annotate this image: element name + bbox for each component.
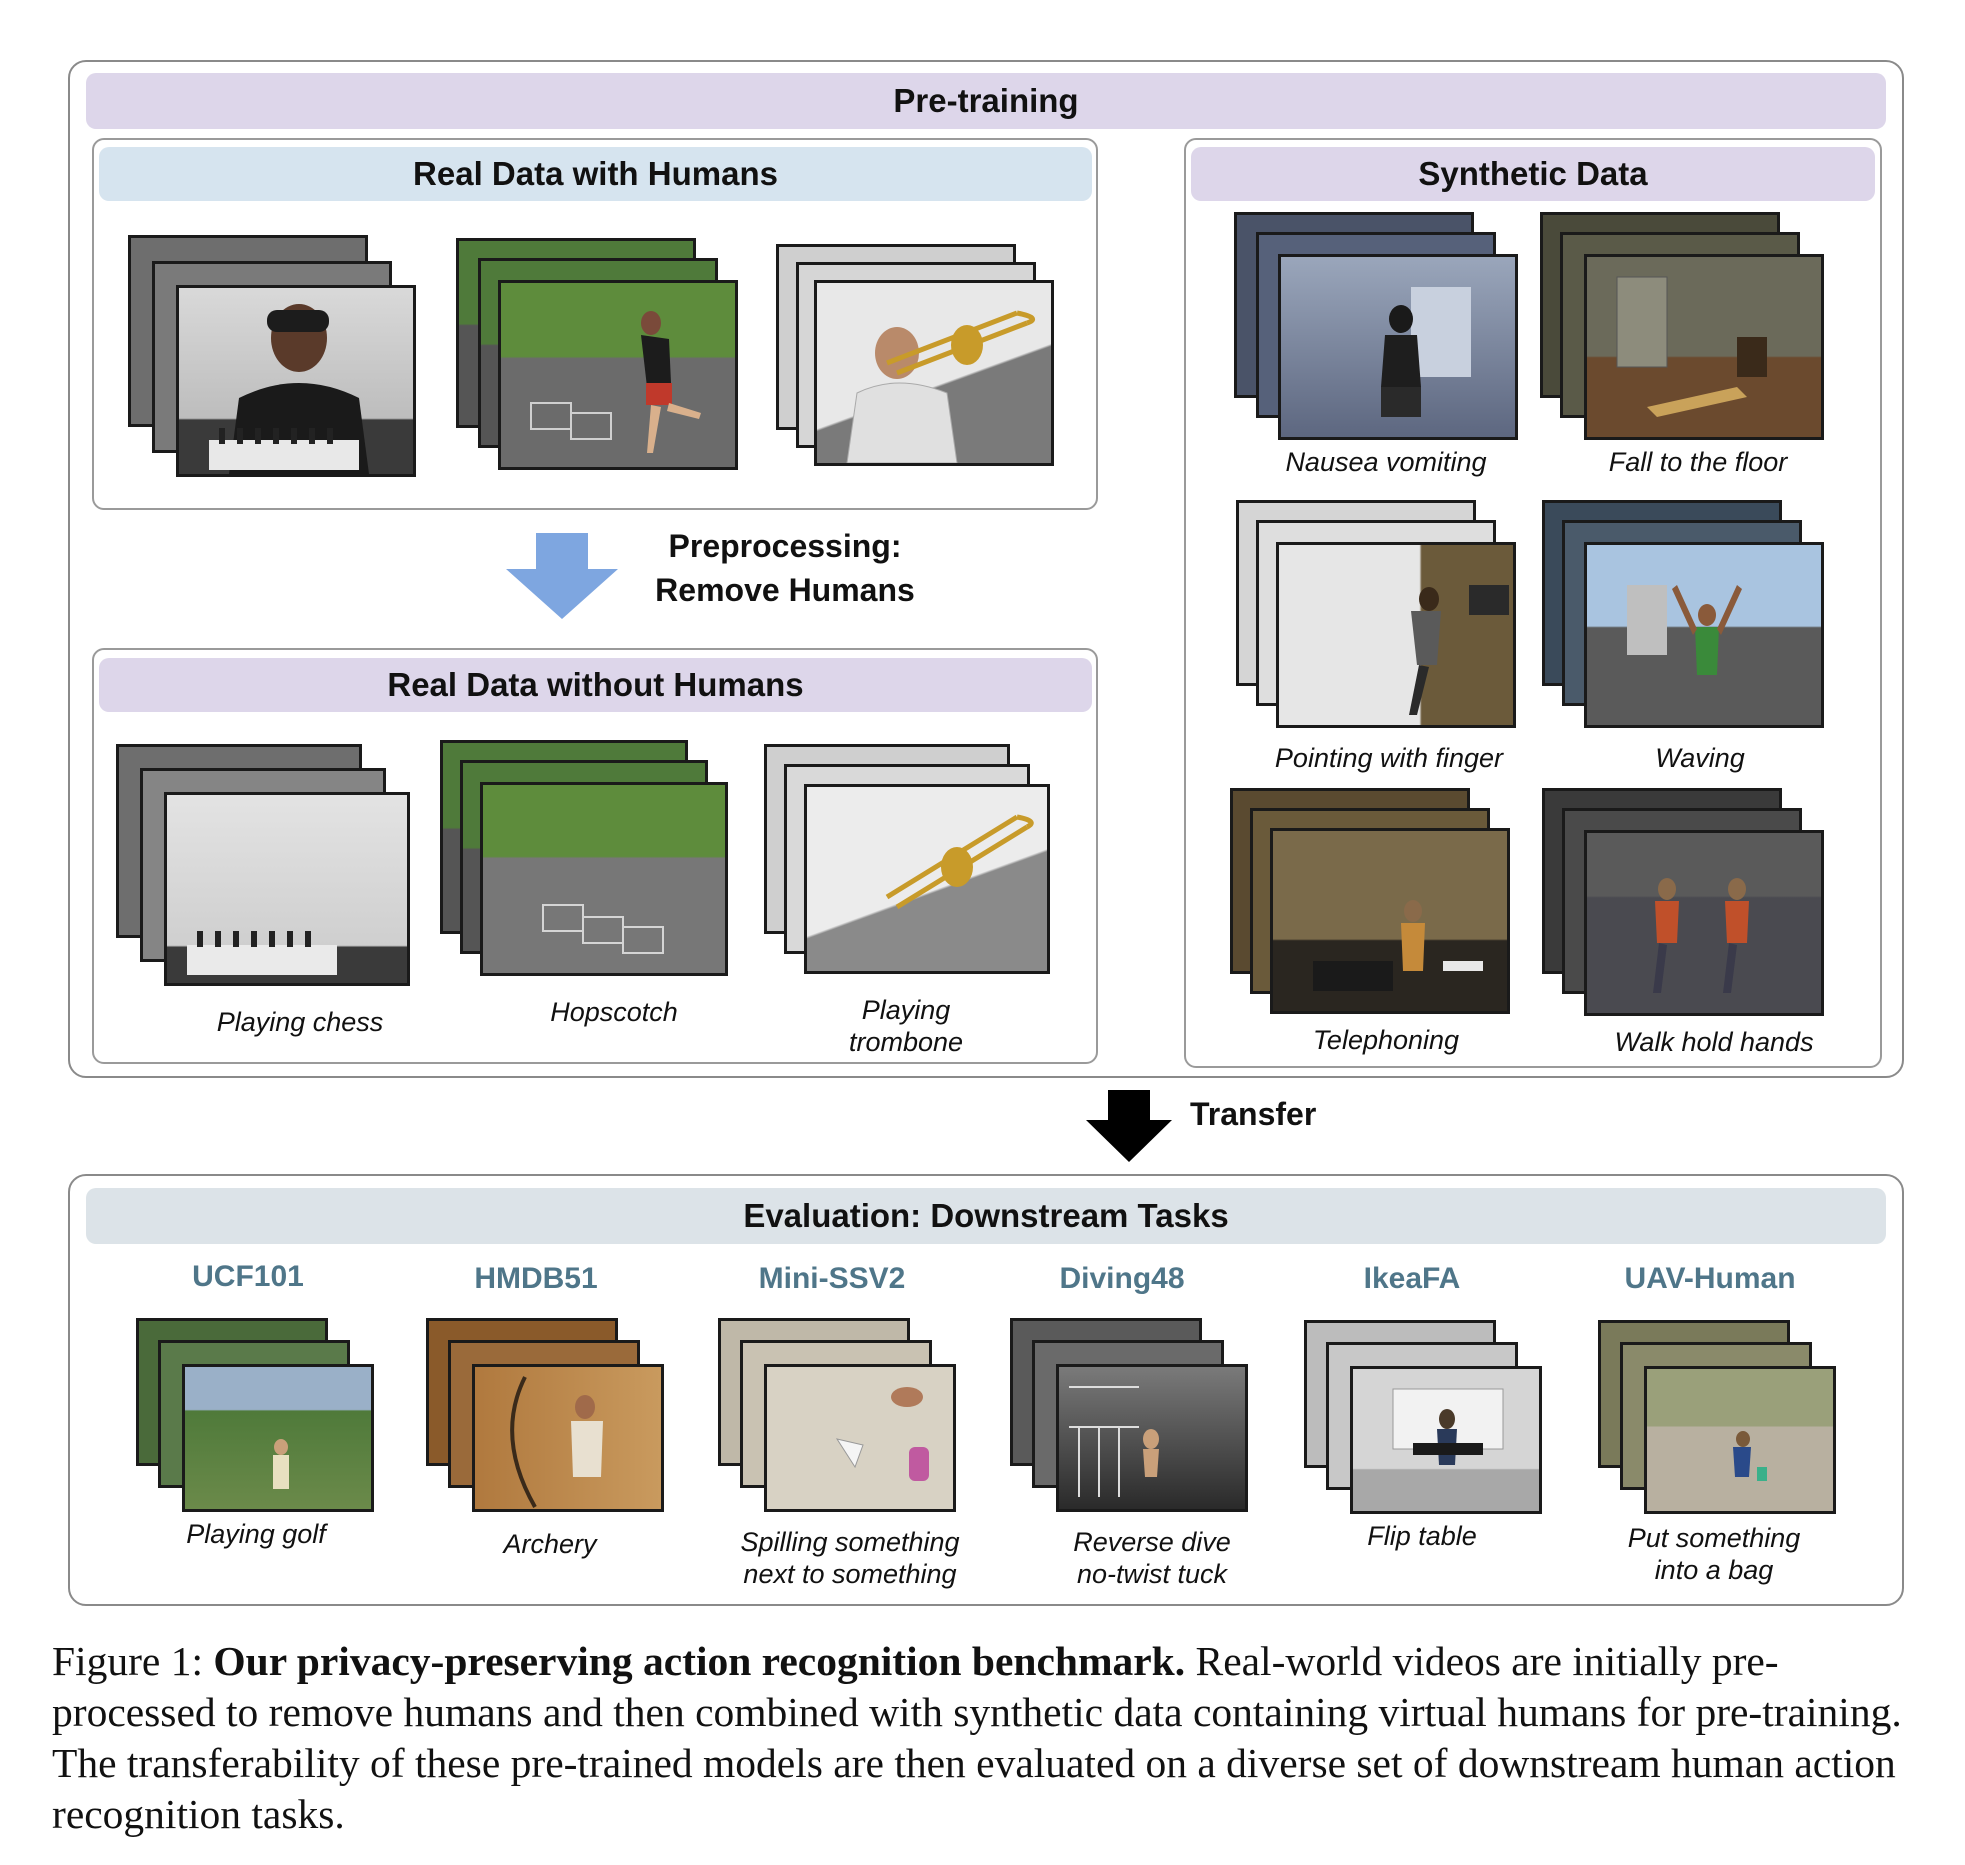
caption-playing-chess: Playing chess	[216, 1007, 384, 1037]
caption-waving: Waving	[1655, 743, 1745, 773]
dataset-name-diving48: Diving48	[1059, 1262, 1185, 1295]
caption-pointing-with-finger: Pointing with finger	[1274, 743, 1504, 773]
preprocessing-label: Preprocessing: Remove Humans	[620, 524, 950, 612]
thumb-hopscotch-no-human	[440, 740, 740, 984]
transfer-label: Transfer	[1190, 1096, 1317, 1132]
thumb-uavhuman	[1598, 1320, 1848, 1518]
dataset-name-ikeafa: IkeaFA	[1363, 1262, 1461, 1295]
thumb-chess-no-human	[116, 744, 416, 988]
thumb-synthetic-fall	[1540, 212, 1830, 444]
figure-label: Figure 1:	[52, 1638, 204, 1684]
caption-put-something: Put something into a bag	[1627, 1523, 1801, 1585]
caption-telephoning: Telephoning	[1312, 1025, 1460, 1055]
preprocessing-line2: Remove Humans	[655, 572, 915, 608]
figure-caption-text: Real-world videos are initially pre-proc…	[52, 1638, 1902, 1837]
thumb-trombone-with-human	[776, 244, 1066, 474]
thumb-synthetic-nausea	[1234, 212, 1524, 444]
caption-archery: Archery	[503, 1529, 597, 1559]
thumb-synthetic-waving	[1542, 500, 1832, 732]
thumb-trombone-no-human	[764, 744, 1064, 984]
caption-nausea-vomiting: Nausea vomiting	[1285, 447, 1487, 477]
figure-caption: Figure 1: Our privacy-preserving action …	[52, 1636, 1914, 1840]
thumb-synthetic-pointing	[1236, 500, 1526, 732]
thumb-hopscotch-with-human	[456, 238, 746, 478]
figure-caption-title: Our privacy-preserving action recognitio…	[213, 1638, 1186, 1684]
caption-reverse-dive: Reverse dive no-twist tuck	[1073, 1527, 1231, 1589]
caption-playing-golf: Playing golf	[186, 1519, 326, 1549]
dataset-name-hmdb51: HMDB51	[474, 1262, 598, 1295]
real-without-humans-title: Real Data without Humans	[99, 658, 1092, 712]
thumb-minissv2	[718, 1318, 968, 1516]
caption-hopscotch: Hopscotch	[550, 997, 678, 1027]
dataset-name-ucf101: UCF101	[192, 1260, 304, 1293]
preprocessing-line1: Preprocessing:	[668, 528, 902, 564]
dataset-name-uavhuman: UAV-Human	[1624, 1262, 1796, 1295]
real-with-humans-title: Real Data with Humans	[99, 147, 1092, 201]
caption-fall-to-floor: Fall to the floor	[1608, 447, 1788, 477]
synthetic-data-title: Synthetic Data	[1191, 147, 1875, 201]
caption-flip-table: Flip table	[1367, 1521, 1477, 1551]
thumb-diving48	[1010, 1318, 1260, 1516]
arrow-down-icon	[506, 533, 618, 619]
thumb-ucf101	[136, 1318, 386, 1516]
thumb-chess-with-human	[128, 235, 418, 479]
thumb-synthetic-telephoning	[1230, 788, 1520, 1020]
caption-walk-hold-hands: Walk hold hands	[1614, 1027, 1814, 1057]
transfer-arrow-icon	[1086, 1090, 1172, 1162]
caption-spilling-something: Spilling something next to something	[740, 1527, 960, 1589]
pretraining-title: Pre-training	[86, 73, 1886, 129]
thumb-hmdb51	[426, 1318, 676, 1516]
thumb-ikeafa	[1304, 1320, 1554, 1518]
caption-playing-trombone: Playing trombone	[848, 995, 964, 1057]
dataset-name-minissv2: Mini-SSV2	[758, 1262, 906, 1295]
thumb-synthetic-walk-hands	[1542, 788, 1832, 1020]
evaluation-title: Evaluation: Downstream Tasks	[86, 1188, 1886, 1244]
